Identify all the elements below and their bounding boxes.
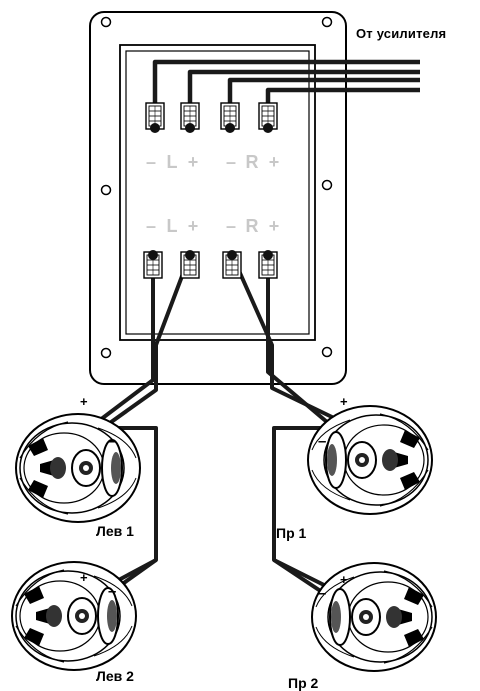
speaker-left-2-icon: [11, 561, 137, 671]
channel-left: L: [167, 216, 178, 236]
speaker-right-1-icon: [308, 406, 432, 514]
polarity-minus: –: [318, 585, 326, 602]
speaker-left-2-label: Лев 2: [96, 668, 134, 684]
polarity-marks: + – + – + – + –: [80, 394, 348, 602]
polarity-plus: +: [80, 394, 88, 409]
terminal-panel-inner: [125, 50, 310, 335]
channel-minus: –: [146, 152, 156, 172]
output-channel-labels: – L + – R +: [146, 216, 279, 236]
polarity-plus: +: [80, 570, 88, 585]
channel-right: R: [246, 152, 259, 172]
screw-holes: [100, 16, 333, 359]
speaker-left-1-label: Лев 1: [96, 523, 134, 539]
speaker-right-2-label: Пр 2: [288, 675, 319, 691]
channel-minus: –: [226, 152, 236, 172]
input-channel-labels: – L + – R +: [146, 152, 279, 172]
channel-plus: +: [269, 216, 280, 236]
channel-right: R: [246, 216, 259, 236]
speaker-left-1-icon: [15, 413, 141, 523]
channel-minus: –: [146, 216, 156, 236]
speaker-wires: [98, 254, 336, 602]
channel-left: L: [167, 152, 178, 172]
speaker-right-1-label: Пр 1: [276, 525, 307, 541]
amplifier-label: От усилителя: [356, 26, 447, 41]
channel-minus: –: [226, 216, 236, 236]
polarity-minus: –: [108, 433, 116, 450]
polarity-minus: –: [108, 583, 116, 600]
polarity-plus: +: [340, 572, 348, 587]
speaker-right-2-icon: [312, 563, 436, 671]
input-terminals: [145, 102, 278, 133]
channel-plus: +: [188, 216, 199, 236]
channel-plus: +: [269, 152, 280, 172]
polarity-plus: +: [340, 394, 348, 409]
channel-plus: +: [188, 152, 199, 172]
polarity-minus: –: [318, 433, 326, 450]
output-terminals: [143, 250, 278, 279]
